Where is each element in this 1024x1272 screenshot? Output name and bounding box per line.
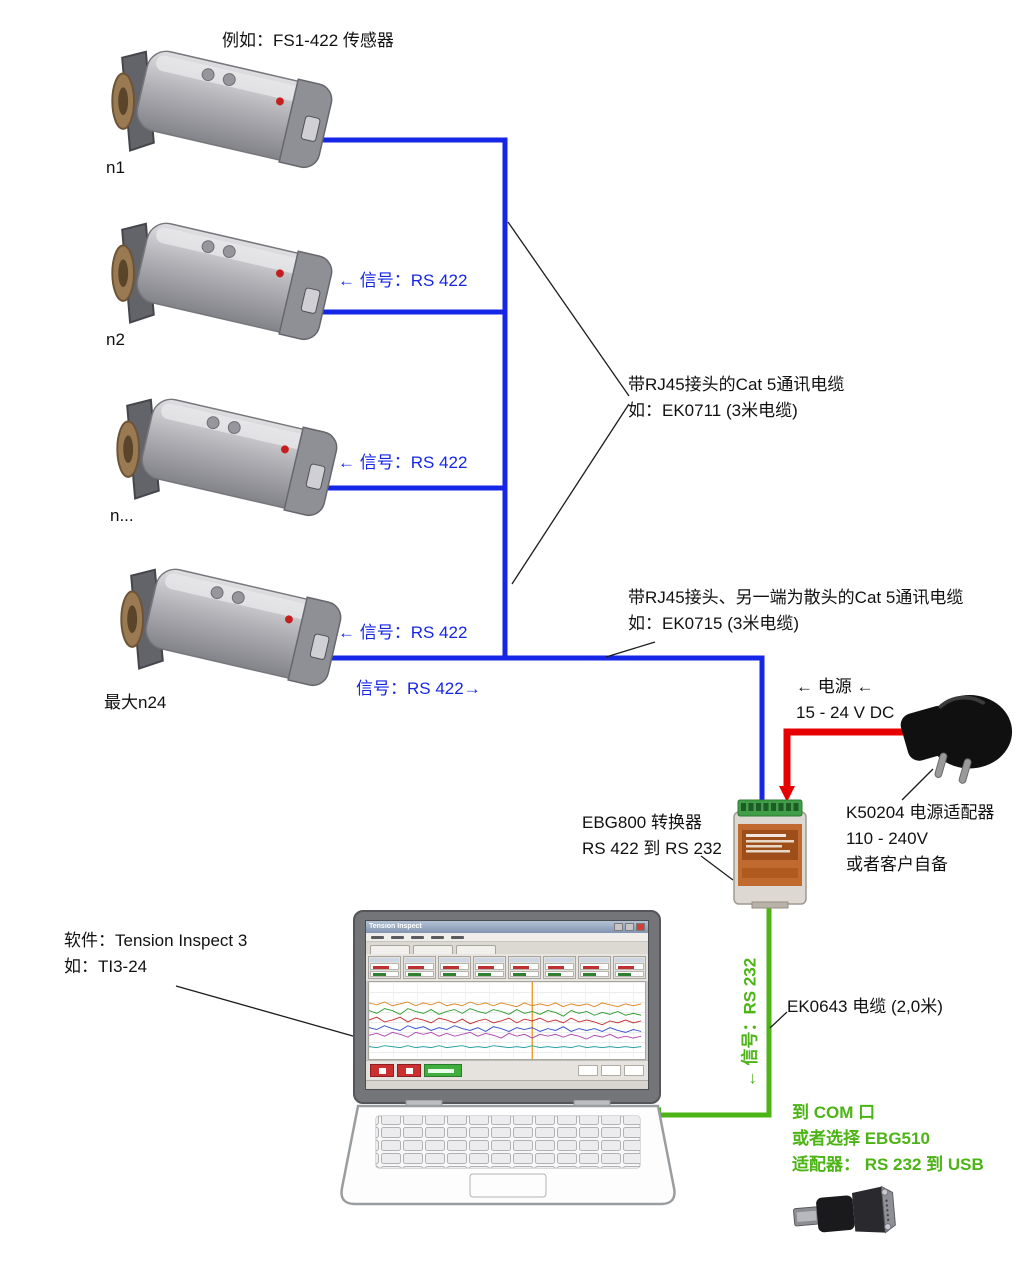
- sensor-label-n1: n1: [106, 158, 125, 177]
- software-window-title: Tension Inspect: [369, 923, 422, 930]
- software-tabs: [366, 942, 648, 954]
- diagram-title: 例如：FS1-422 传感器: [222, 31, 394, 50]
- menu-item: [391, 935, 404, 939]
- power-line: [783, 728, 904, 786]
- laptop-display: Tension Inspect: [365, 920, 649, 1090]
- adapter-line2: 110 - 240V: [846, 829, 928, 848]
- power-adapter-image: [898, 692, 1014, 786]
- minimize-icon: [614, 923, 623, 931]
- com-port-line3: 适配器： RS 232 到 USB: [792, 1155, 984, 1174]
- menu-item: [411, 935, 424, 939]
- channel-box: [368, 956, 401, 979]
- cable-open-end-line2: 如：EK0715 (3米电缆): [628, 614, 799, 633]
- callout-cat5-lower: [511, 403, 630, 585]
- converter-line2: RS 422 到 RS 232: [582, 839, 722, 858]
- callout-software: [175, 985, 368, 1041]
- chart-trace: [369, 1008, 642, 1017]
- channel-box: [578, 956, 611, 979]
- chart-trace: [369, 1001, 642, 1008]
- usb-serial-adapter-image: [789, 1177, 900, 1248]
- chart-trace: [369, 1016, 642, 1026]
- callout-cat5-upper: [507, 221, 630, 397]
- chart-trace: [369, 1025, 642, 1033]
- signal-rs232-vertical-label: ← 信号：RS 232: [740, 957, 760, 1088]
- com-port-note: 到 COM 口 或者选择 EBG510 适配器： RS 232 到 USB: [792, 1100, 984, 1178]
- laptop-trackpad: [469, 1173, 547, 1198]
- menu-item: [451, 935, 464, 939]
- software-tab: [456, 945, 496, 954]
- stop-button-icon: [370, 1064, 394, 1077]
- chart-trace: [369, 1031, 642, 1040]
- cable-open-end-line1: 带RJ45接头、另一端为散头的Cat 5通讯电缆: [628, 588, 964, 607]
- sensor-image-2: [92, 208, 340, 366]
- value-field: [578, 1065, 598, 1076]
- com-port-line1: 到 COM 口: [792, 1103, 876, 1122]
- sensor-image-3: [97, 384, 345, 542]
- value-field: [601, 1065, 621, 1076]
- channel-row: [366, 954, 648, 981]
- adapter-line1: K50204 电源适配器: [846, 803, 995, 822]
- channel-box: [438, 956, 471, 979]
- laptop-screen: Tension Inspect: [353, 910, 661, 1104]
- stop-button-icon: [397, 1064, 421, 1077]
- channel-box: [508, 956, 541, 979]
- converter-note: EBG800 转换器 RS 422 到 RS 232: [582, 810, 722, 862]
- sensor-label-n2: n2: [106, 330, 125, 349]
- power-adapter-note: K50204 电源适配器 110 - 240V 或者客户自备: [846, 800, 994, 878]
- software-tab: [413, 945, 453, 954]
- converter-line1: EBG800 转换器: [582, 813, 702, 832]
- power-note: ← 电源 ← 15 - 24 V DC: [796, 674, 894, 726]
- maximize-icon: [625, 923, 634, 931]
- callout-ek0715: [605, 641, 656, 658]
- recording-indicator: [424, 1064, 462, 1077]
- power-direction: ← 电源 ←: [796, 677, 874, 696]
- ebg800-converter-image: [726, 798, 814, 910]
- close-icon: [636, 923, 645, 931]
- com-port-line2: 或者选择 EBG510: [792, 1129, 930, 1148]
- software-tab: [370, 945, 410, 954]
- signal-rs422-label-2: ← 信号：RS 422: [338, 271, 468, 290]
- software-menubar: [366, 933, 648, 942]
- cable-open-end-note: 带RJ45接头、另一端为散头的Cat 5通讯电缆 如：EK0715 (3米电缆): [628, 585, 963, 637]
- chart-trace: [369, 1045, 642, 1049]
- cable-rj45-note: 带RJ45接头的Cat 5通讯电缆 如：EK0711 (3米电缆): [628, 372, 844, 424]
- channel-box: [403, 956, 436, 979]
- sensor-image-1: [92, 36, 340, 194]
- software-titlebar: Tension Inspect: [366, 921, 648, 933]
- cable-rj45-line1: 带RJ45接头的Cat 5通讯电缆: [628, 375, 845, 394]
- power-voltage: 15 - 24 V DC: [796, 703, 895, 722]
- software-line2: 如：TI3-24: [64, 957, 148, 976]
- tension-chart: [368, 981, 646, 1060]
- signal-rs422-label-4: ← 信号：RS 422: [338, 623, 468, 642]
- callout-ek0643: [769, 1011, 788, 1029]
- adapter-line3: 或者客户自备: [846, 855, 948, 874]
- cable-rj45-line2: 如：EK0711 (3米电缆): [628, 401, 798, 420]
- signal-rs422-out-label: 信号：RS 422→: [356, 679, 481, 698]
- sensor-label-n-dots: n...: [110, 506, 134, 525]
- menu-item: [431, 935, 444, 939]
- menu-item: [371, 935, 384, 939]
- software-controls: [366, 1060, 648, 1080]
- value-field: [624, 1065, 644, 1076]
- laptop-base: [340, 1100, 676, 1206]
- software-note: 软件：Tension Inspect 3 如：TI3-24: [64, 928, 247, 980]
- rs232-cable-note: EK0643 电缆 (2,0米): [787, 997, 943, 1016]
- channel-box: [473, 956, 506, 979]
- signal-rs422-label-3: ← 信号：RS 422: [338, 453, 468, 472]
- sensor-label-n24: 最大n24: [104, 693, 167, 712]
- channel-box: [613, 956, 646, 979]
- software-statusbar: [366, 1080, 648, 1089]
- channel-box: [543, 956, 576, 979]
- software-line1: 软件：Tension Inspect 3: [64, 931, 248, 950]
